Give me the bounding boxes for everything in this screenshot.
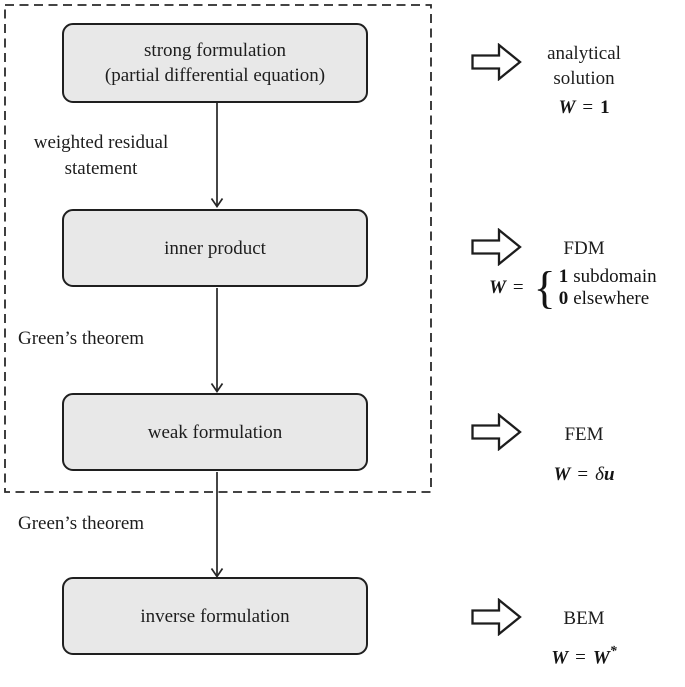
formula-bem: W=W* (504, 644, 664, 669)
node-inverse-formulation-label: inverse formulation (140, 605, 290, 627)
fdm-case-1-text: subdomain (573, 266, 657, 287)
math-value-1: 1 (558, 266, 569, 287)
flow-down-arrow-2 (210, 288, 224, 394)
edge-label-greens-theorem-2: Green’s theorem (18, 513, 145, 534)
node-inverse-formulation: inverse formulation (62, 577, 368, 655)
node-strong-formulation-line2: (partial differential equation) (104, 65, 326, 86)
formula-analytical: W = 1 (504, 97, 664, 119)
math-symbol-W: W (553, 464, 571, 485)
equals-sign: = (582, 97, 594, 118)
dashed-boundary-box (4, 4, 432, 493)
node-weak-formulation-label: weak formulation (147, 421, 283, 443)
node-strong-formulation-line1: strong formulation (144, 40, 286, 61)
node-inner-product: inner product (62, 209, 368, 287)
flow-down-arrow-3 (210, 472, 224, 579)
edge-label-weighted-residual-statement: weighted residual statement (8, 130, 194, 182)
implies-arrow-icon-fdm (471, 227, 522, 267)
edge-label-greens-theorem-1: Green’s theorem (18, 328, 145, 349)
math-value-0: 0 (558, 288, 569, 309)
math-symbol-W: W (551, 647, 569, 669)
equals-sign: = (512, 277, 524, 298)
node-inner-product-label: inner product (164, 237, 266, 259)
implies-arrow-icon-fem (471, 412, 522, 452)
method-label-fdm: FDM (563, 238, 605, 259)
node-strong-formulation: strong formulation (partial differential… (62, 23, 368, 103)
formula-fem: W = δu (504, 464, 664, 486)
math-symbol-W-star-base: W (592, 647, 610, 669)
method-label-line1: analytical (547, 43, 621, 64)
method-label-line2: solution (553, 68, 615, 89)
math-superscript-star: * (609, 644, 617, 659)
node-weak-formulation: weak formulation (62, 393, 368, 471)
method-label-bem: BEM (563, 608, 605, 629)
edge-label-line2: statement (64, 158, 138, 179)
method-label-fem: FEM (564, 424, 604, 445)
fdm-case-2-text: elsewhere (573, 288, 650, 309)
math-symbol-W: W (489, 277, 506, 298)
math-symbol-W: W (558, 97, 576, 118)
equals-sign: = (577, 464, 589, 485)
left-brace: { (533, 262, 556, 313)
edge-label-line1: weighted residual (33, 132, 169, 153)
math-symbol-u: u (603, 464, 615, 485)
implies-arrow-icon-bem (471, 597, 522, 637)
implies-arrow-icon-analytical (471, 42, 522, 82)
equals-sign: = (575, 647, 586, 669)
method-label-analytical-solution: analytical solution (504, 41, 664, 91)
math-value-1: 1 (600, 97, 610, 118)
math-symbol-delta: δ (595, 464, 604, 485)
flow-down-arrow-1 (210, 103, 224, 209)
